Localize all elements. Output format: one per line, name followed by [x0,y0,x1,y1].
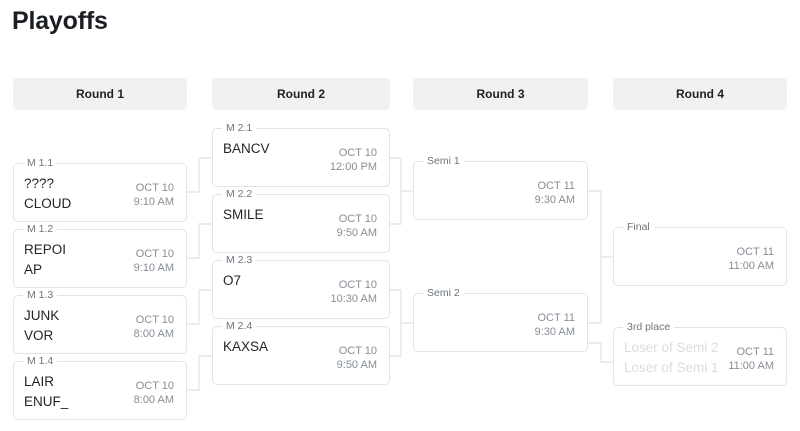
team-bottom: ENUF_ [24,394,69,409]
match-card-m24[interactable]: M 2.4 KAXSA OCT 10 9:50 AM [212,320,390,385]
team-bottom: VOR [24,328,54,343]
team-top: KAXSA [223,339,269,354]
team-top: LAIR [24,374,55,389]
match-date: OCT 10 [338,345,377,357]
match-time: 9:50 AM [336,227,377,239]
match-time: 9:50 AM [336,359,377,371]
match-legend: M 2.3 [222,254,257,266]
round-header-3: Round 3 [413,78,588,110]
match-date: OCT 10 [338,213,377,225]
match-schedule: OCT 10 12:00 PM [330,146,379,174]
match-date: OCT 11 [736,246,775,258]
match-schedule: OCT 10 9:50 AM [337,344,379,372]
match-card-m12[interactable]: M 1.2 REPOI AP OCT 10 9:10 AM [13,223,187,288]
match-time: 9:30 AM [534,194,575,206]
match-schedule: OCT 10 9:50 AM [337,212,379,240]
match-schedule: OCT 10 9:10 AM [134,247,176,275]
round-header-4: Round 4 [613,78,787,110]
match-date: OCT 11 [537,312,576,324]
match-date: OCT 11 [537,180,576,192]
match-legend: M 2.4 [222,320,257,332]
match-legend: Final [623,221,654,233]
match-legend: M 2.2 [222,188,257,200]
match-date: OCT 10 [135,182,174,194]
team-top: REPOI [24,242,67,257]
team-top: O7 [223,273,242,288]
match-time: 8:00 AM [133,394,174,406]
team-list: ???? CLOUD [24,175,71,213]
match-date: OCT 11 [736,346,775,358]
team-list: KAXSA [223,338,268,356]
match-schedule: OCT 10 10:30 AM [331,278,379,306]
match-time: 11:00 AM [728,260,774,272]
page-title: Playoffs [12,7,108,35]
team-bottom: Loser of Semi 1 [624,360,719,375]
match-card-m11[interactable]: M 1.1 ???? CLOUD OCT 10 9:10 AM [13,157,187,222]
match-card-semi2[interactable]: Semi 2 OCT 11 9:30 AM [413,287,588,352]
team-list: O7 [223,272,241,290]
round-header-1: Round 1 [13,78,187,110]
match-date: OCT 10 [338,147,377,159]
match-time: 8:00 AM [133,328,174,340]
team-list: BANCV [223,140,270,158]
match-card-m22[interactable]: M 2.2 SMILE OCT 10 9:50 AM [212,188,390,253]
match-schedule: OCT 11 9:30 AM [535,179,577,207]
team-list: JUNK VOR [24,307,59,345]
match-schedule: OCT 11 9:30 AM [535,311,577,339]
match-time: 11:00 AM [728,360,774,372]
team-top: SMILE [223,207,264,222]
match-time: 9:30 AM [534,326,575,338]
match-date: OCT 10 [135,314,174,326]
match-card-semi1[interactable]: Semi 1 OCT 11 9:30 AM [413,155,588,220]
team-list: Loser of Semi 2 Loser of Semi 1 [624,339,719,377]
team-top: Loser of Semi 2 [624,340,719,355]
match-card-m13[interactable]: M 1.3 JUNK VOR OCT 10 8:00 AM [13,289,187,354]
team-list: REPOI AP [24,241,66,279]
match-card-m23[interactable]: M 2.3 O7 OCT 10 10:30 AM [212,254,390,319]
match-legend: M 1.2 [23,223,58,235]
team-top: JUNK [24,308,60,323]
match-schedule: OCT 10 9:10 AM [134,181,176,209]
match-card-final[interactable]: Final OCT 11 11:00 AM [613,221,787,286]
match-schedule: OCT 11 11:00 AM [728,345,776,373]
match-schedule: OCT 10 8:00 AM [134,379,176,407]
match-time: 10:30 AM [330,293,377,305]
match-legend: M 1.3 [23,289,58,301]
team-bottom: CLOUD [24,196,72,211]
match-legend: Semi 1 [423,155,464,167]
match-time: 9:10 AM [133,262,174,274]
team-list: LAIR ENUF_ [24,373,68,411]
match-legend: 3rd place [623,321,675,333]
match-legend: Semi 2 [423,287,464,299]
match-card-m14[interactable]: M 1.4 LAIR ENUF_ OCT 10 8:00 AM [13,355,187,420]
match-schedule: OCT 10 8:00 AM [134,313,176,341]
match-card-m21[interactable]: M 2.1 BANCV OCT 10 12:00 PM [212,122,390,187]
team-top: ???? [24,176,55,191]
round-header-2: Round 2 [212,78,390,110]
match-date: OCT 10 [135,380,174,392]
match-legend: M 1.4 [23,355,58,367]
match-legend: M 2.1 [222,122,257,134]
match-legend: M 1.1 [23,157,58,169]
team-bottom: AP [24,262,43,277]
match-date: OCT 10 [338,279,377,291]
match-time: 9:10 AM [133,196,174,208]
team-list: SMILE [223,206,264,224]
match-schedule: OCT 11 11:00 AM [728,245,776,273]
team-top: BANCV [223,141,270,156]
match-card-third-place[interactable]: 3rd place Loser of Semi 2 Loser of Semi … [613,321,787,386]
match-date: OCT 10 [135,248,174,260]
match-time: 12:00 PM [329,161,377,173]
